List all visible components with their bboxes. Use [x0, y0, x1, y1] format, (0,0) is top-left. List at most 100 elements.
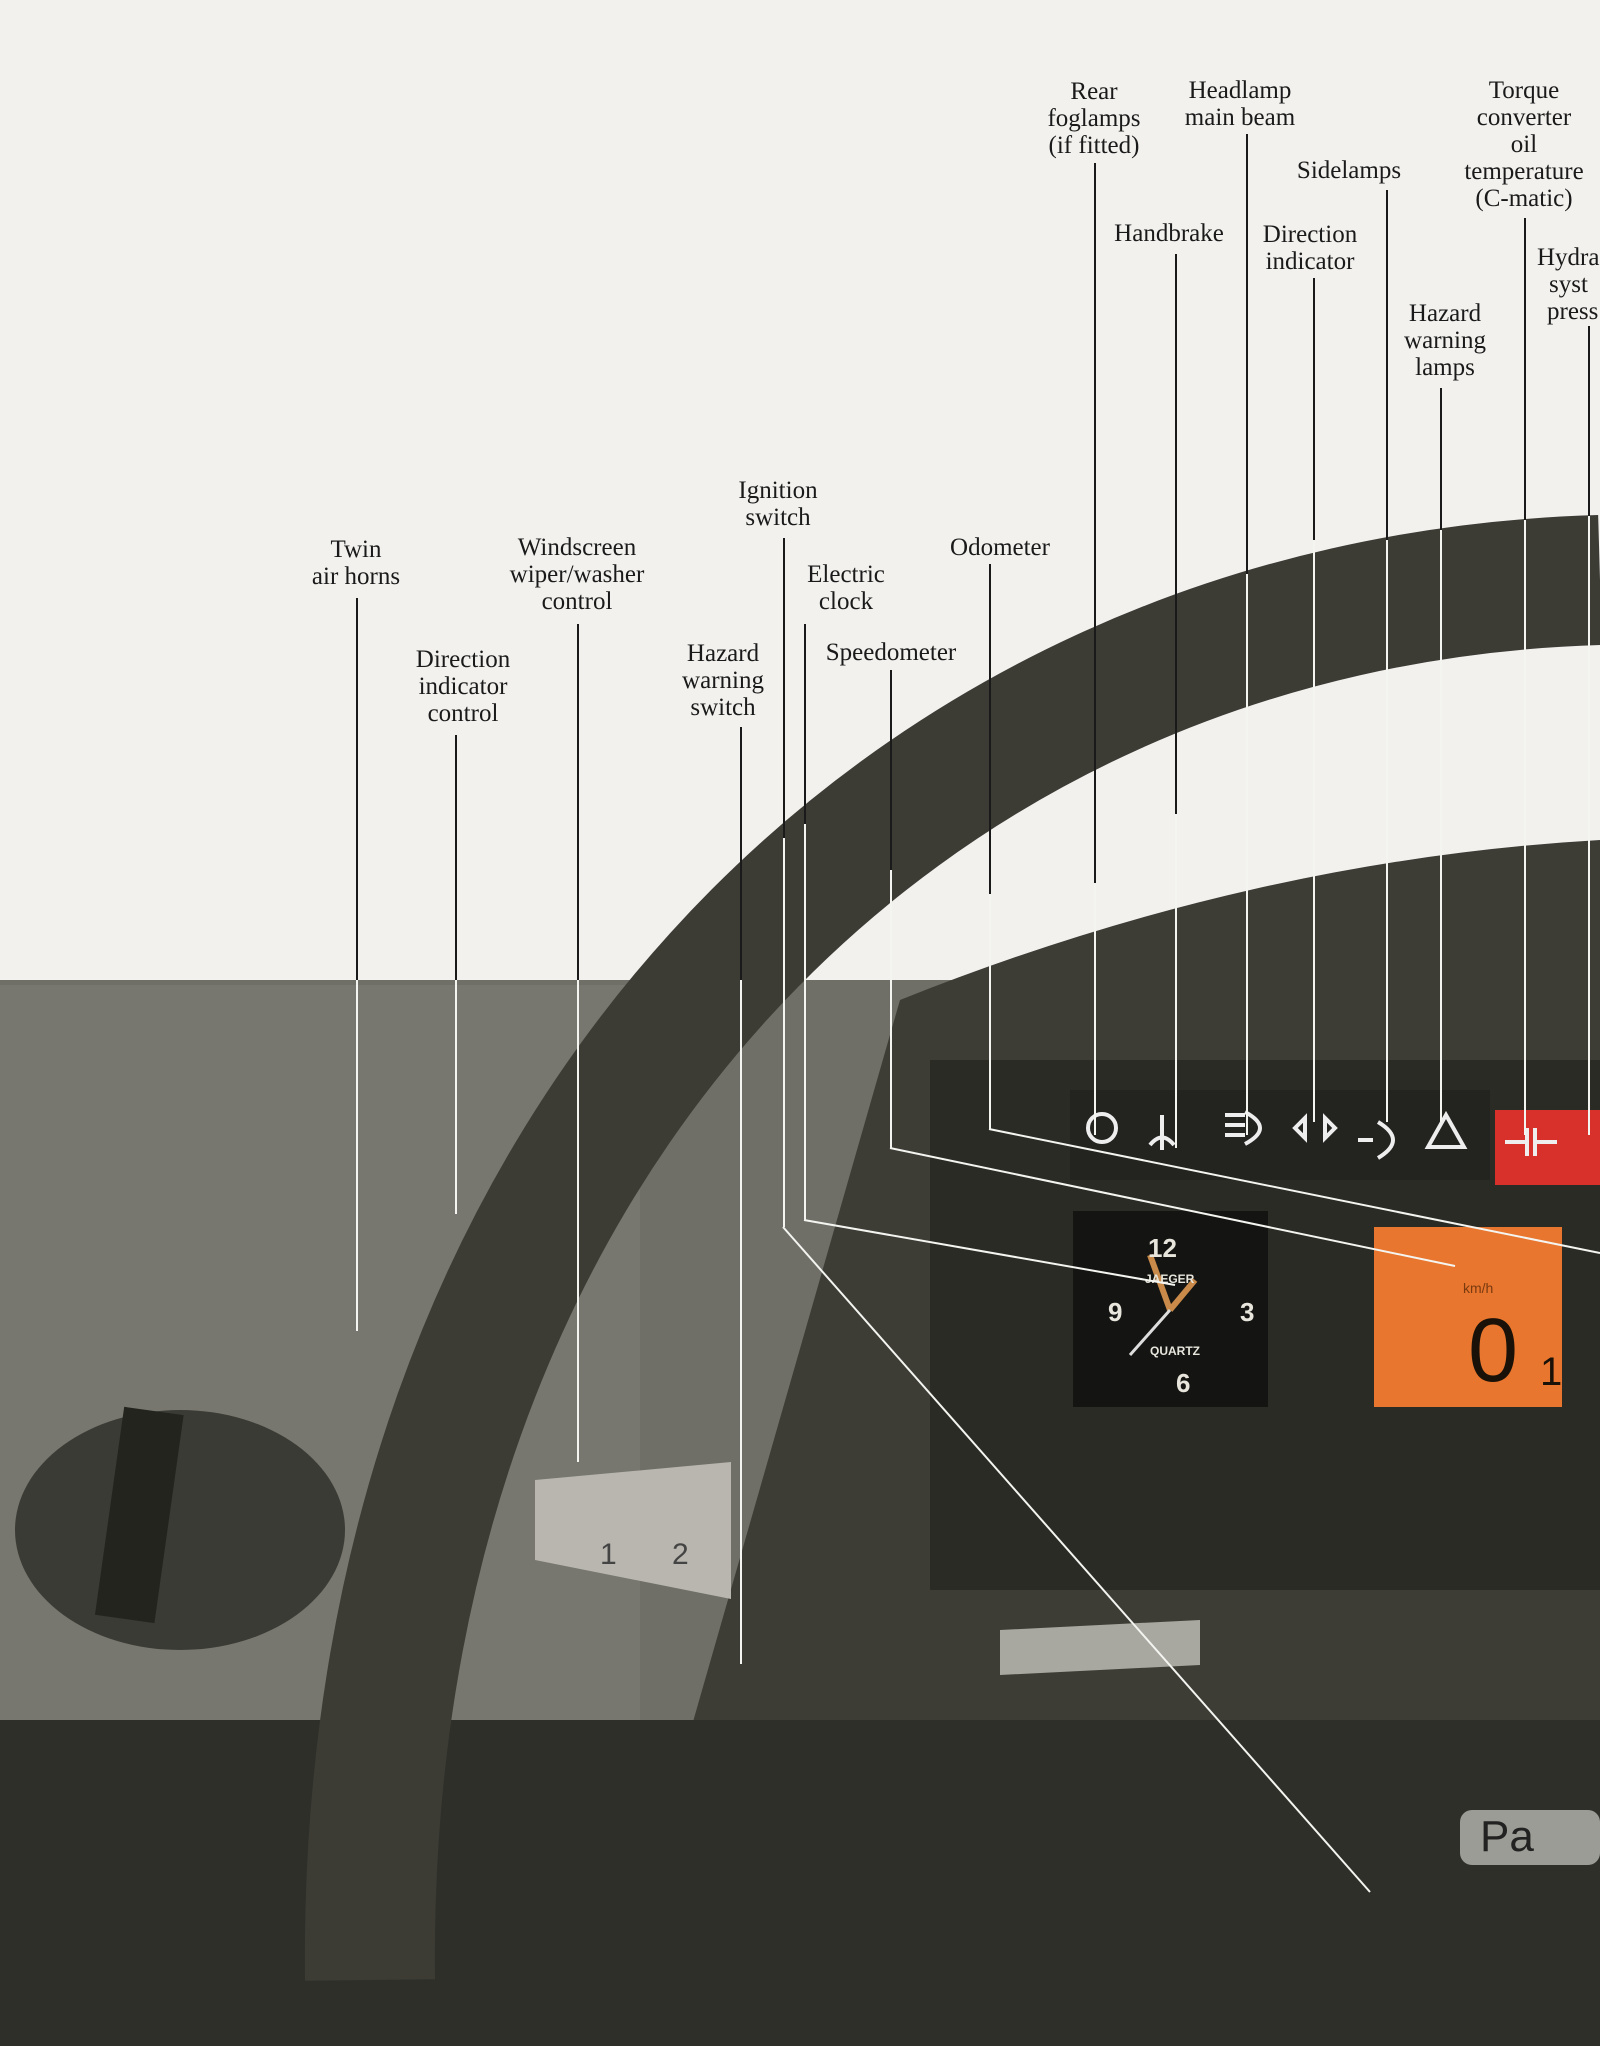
leader-line: [783, 838, 785, 1227]
warning-lamp-strip: [1070, 1090, 1600, 1185]
label-line: wiper/washer: [509, 561, 645, 588]
leader-line: [1386, 190, 1388, 540]
leader-line: [804, 824, 806, 1220]
leader-line: [577, 980, 579, 1462]
speedometer: [1374, 1227, 1562, 1407]
label-line: Headlamp: [1188, 77, 1292, 104]
label-line: Handbrake: [1114, 220, 1224, 247]
hydraulic-warning-lamp: [1495, 1110, 1600, 1185]
label-line: Windscreen: [517, 534, 637, 561]
speed-tick: 1: [1540, 1350, 1563, 1394]
leader-line: [989, 564, 991, 894]
label-handbrake: Handbrake: [1114, 220, 1224, 247]
clock-number-12: 12: [1148, 1233, 1177, 1263]
leader-line: [1386, 540, 1388, 1122]
label-line: Torque: [1488, 77, 1560, 104]
clock-number-6: 6: [1176, 1368, 1191, 1398]
label-speedometer: Speedometer: [826, 639, 957, 666]
badge-plate: [1460, 1810, 1600, 1865]
leader-line: [1313, 540, 1315, 1122]
wiper-switch-plate: [535, 1462, 731, 1599]
badge-text: Pa: [1480, 1812, 1534, 1861]
leader-line: [1094, 163, 1096, 883]
dash-lower: [0, 1720, 1600, 2046]
handbrake-icon: [1148, 1115, 1176, 1150]
label-line: Hazard: [686, 640, 760, 667]
leader-line: [783, 538, 785, 838]
leader-line: [577, 624, 579, 980]
label-line: (if fitted): [1048, 132, 1140, 159]
leader-line: [890, 670, 892, 870]
label-line: Electric: [807, 561, 885, 588]
leader-line: [1313, 278, 1315, 540]
label-line: Speedometer: [825, 639, 957, 666]
leader-line: [356, 598, 358, 980]
main-beam-icon: [1225, 1110, 1262, 1146]
label-line: (C-matic): [1475, 185, 1573, 212]
label-line: warning: [682, 667, 764, 694]
leader-line: [1440, 388, 1442, 530]
label-odometer: Odometer: [950, 534, 1050, 561]
clock-number-9: 9: [1108, 1297, 1123, 1327]
leader-line: [1175, 254, 1177, 814]
leader-line: [1094, 883, 1096, 1135]
wiper-position-2: 2: [672, 1538, 689, 1571]
label-line: warning: [1404, 327, 1486, 354]
gear-knob: [15, 1410, 345, 1650]
speed-unit: km/h: [1463, 1280, 1494, 1296]
label-line: control: [541, 588, 613, 615]
foglamp-icon: [1086, 1112, 1118, 1144]
clock-type: QUARTZ: [1150, 1344, 1200, 1358]
leader-line: [1175, 814, 1177, 1148]
label-line: foglamps: [1047, 105, 1141, 132]
sidelamp-icon: [1358, 1120, 1395, 1160]
leader-line: [989, 894, 991, 1129]
label-line: control: [427, 700, 499, 727]
leader-line: [1246, 134, 1248, 574]
wiper-position-1: 1: [600, 1538, 617, 1571]
label-line: main beam: [1184, 104, 1296, 131]
label-line: press: [1547, 298, 1599, 325]
label-line: Twin: [330, 536, 382, 563]
leader-line: [455, 980, 457, 1214]
label-line: switch: [745, 504, 811, 531]
steering-wheel: [304, 515, 1600, 1981]
label-line: oil: [1510, 131, 1538, 158]
label-line: Ignition: [738, 477, 818, 504]
torque-converter-icon: [1505, 1128, 1557, 1156]
label-line: switch: [690, 694, 756, 721]
leader-line: [1524, 520, 1526, 1135]
label-line: temperature: [1464, 158, 1584, 185]
label-line: air horns: [311, 563, 401, 590]
label-line: indicator: [418, 673, 508, 700]
label-line: Hydra: [1537, 244, 1600, 271]
label-line: converter: [1476, 104, 1572, 131]
clock-number-3: 3: [1240, 1297, 1255, 1327]
label-line: Odometer: [950, 534, 1050, 561]
hazard-lamp-icon: [1424, 1110, 1468, 1149]
label-line: syst: [1549, 271, 1588, 298]
label-line: Hazard: [1408, 300, 1482, 327]
label-line: clock: [818, 588, 874, 615]
leader-line: [1524, 218, 1526, 520]
label-line: Direction: [1262, 221, 1358, 248]
label-line: indicator: [1265, 248, 1355, 275]
leader-line: [1588, 516, 1590, 1135]
label-line: Sidelamps: [1296, 157, 1402, 184]
leader-line: [890, 870, 892, 1148]
leader-line: [804, 624, 806, 824]
leader-line: [356, 980, 358, 1331]
label-line: Direction: [415, 646, 511, 673]
